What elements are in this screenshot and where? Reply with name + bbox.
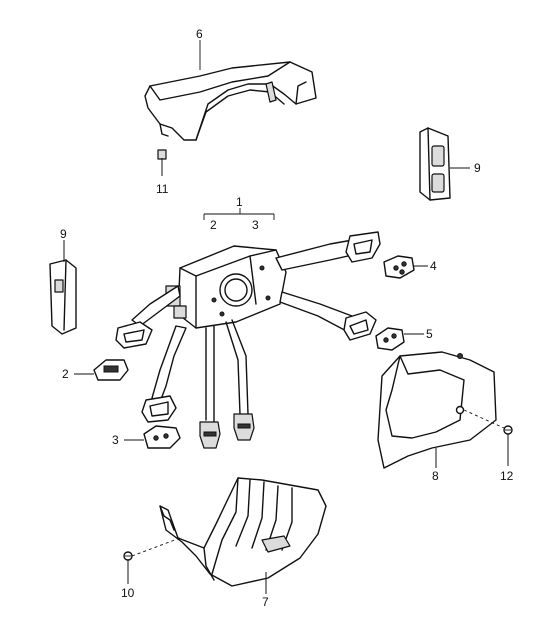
switch-cap-part-2 <box>74 359 129 381</box>
callout-8: 8 <box>432 469 439 483</box>
callout-3-bracket: 3 <box>252 218 259 232</box>
side-trim-panel-part-8 <box>377 351 505 469</box>
callout-11: 11 <box>156 182 169 196</box>
callout-4: 4 <box>430 259 437 273</box>
callout-3: 3 <box>112 433 119 447</box>
callout-12: 12 <box>500 469 514 483</box>
callout-10: 10 <box>121 586 135 600</box>
lower-column-cover-part-7 <box>159 477 327 594</box>
screw-part-10 <box>123 537 181 584</box>
callout-5: 5 <box>426 327 433 341</box>
callout-2: 2 <box>62 367 69 381</box>
callout-7: 7 <box>262 595 269 609</box>
blanking-plate-right-part-9 <box>419 127 470 201</box>
callout-2-bracket: 2 <box>210 218 217 232</box>
callout-1: 1 <box>236 195 243 209</box>
switch-cap-part-3 <box>124 425 181 449</box>
switch-cap-part-4 <box>383 255 428 279</box>
callout-9-right: 9 <box>474 161 481 175</box>
screw-part-12 <box>503 425 513 466</box>
callout-9-left: 9 <box>60 227 67 241</box>
switch-cap-part-5 <box>375 327 424 351</box>
upper-column-cover-part-6 <box>144 40 317 176</box>
combination-switch-assembly <box>115 231 381 449</box>
callout-6: 6 <box>196 27 203 41</box>
assembly-bracket-part-1 <box>203 208 275 220</box>
blanking-plate-left-part-9 <box>49 240 77 335</box>
